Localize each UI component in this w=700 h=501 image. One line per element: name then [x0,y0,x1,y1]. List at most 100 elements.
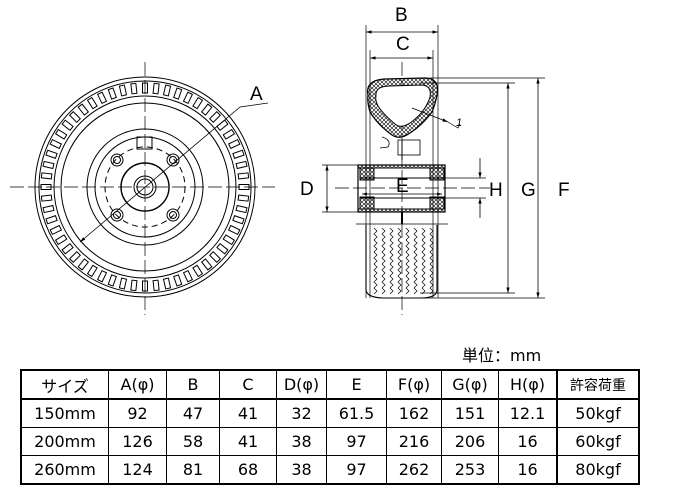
dimension-a-line [79,106,241,243]
tread-block [107,87,117,100]
cell: 41 [219,398,277,428]
cell: 151 [441,398,499,428]
header-f: F(φ) [386,369,442,400]
cell: 126 [108,427,167,456]
dimension-label-f: F [558,180,570,201]
tread-block [40,194,53,202]
bolts [110,153,180,222]
dimension-label-b: B [395,5,408,26]
header-g: G(φ) [441,369,499,400]
unit-note: 単位：mm [462,346,542,365]
side-view [322,25,545,315]
tread-block [45,149,58,159]
tread-block [192,264,204,278]
tread-block [77,103,90,116]
cell: 41 [219,427,277,456]
cell: 61.5 [326,398,387,428]
tread-block [152,279,160,292]
dimension-label-a: A [250,84,263,105]
cell: 124 [108,455,167,485]
cell: 12.1 [498,398,558,428]
tread-block [237,194,250,202]
tread-block [54,128,68,140]
cell: 16 [498,455,558,485]
wheel-technical-drawing: A [10,5,570,315]
tread-block [54,234,68,246]
tread-zigzag [413,227,418,295]
cell: 262 [386,455,442,485]
cell: 216 [386,427,442,456]
cell: 81 [166,455,220,485]
dimension-label-g: G [521,180,536,201]
tread-zigzag [373,227,378,295]
tread-block [61,119,74,132]
tread-zigzag [429,227,434,295]
spec-table: サイズ A(φ) B C D(φ) E F(φ) G(φ) H(φ) 許容荷重 … [20,369,640,485]
tread-block [238,184,250,190]
tread-block [96,269,108,283]
tread-block [49,224,63,236]
tread-block [216,242,229,255]
cell: 92 [108,398,167,428]
tread-block [142,280,148,292]
tread-block [222,128,236,140]
tread-block [42,204,55,214]
cell: 97 [326,427,387,456]
cell: 150mm [20,398,109,428]
tread-block [208,110,222,124]
cell: 97 [326,455,387,485]
table-row: 260mm 124 81 68 38 97 262 253 16 80kgf [20,455,640,485]
tread-block [235,204,248,214]
tread-block [42,160,55,170]
tread-block [86,264,98,278]
tread-zigzag [421,227,426,295]
header-d: D(φ) [276,369,327,400]
header-load: 許容荷重 [556,369,640,400]
tread-block [237,172,250,180]
cell: 260mm [20,455,109,485]
tread-block [118,84,128,97]
tread-block [118,277,128,290]
tread-block [173,274,183,287]
cell: 68 [219,455,277,485]
tread-block [130,279,138,292]
tread-block [173,87,183,100]
cell: 50kgf [556,398,640,428]
tread-block [227,138,241,150]
tread-block [142,82,148,94]
tread-block [232,215,245,225]
cell: 60kgf [556,427,640,456]
cell: 38 [276,455,327,485]
header-a: A(φ) [108,369,167,400]
tread-block [200,258,213,271]
cell: 80kgf [556,455,640,485]
tread-block [77,258,90,271]
header-b: B [166,369,220,400]
tread-block [208,250,222,264]
header-size: サイズ [20,369,109,400]
tread-block [49,138,63,150]
cell: 162 [386,398,442,428]
tire-tread-pattern [373,227,434,295]
tread-block [232,149,245,159]
header-c: C [219,369,277,400]
tread-block [68,110,82,124]
tread-block [86,96,98,110]
tread-block [107,274,117,287]
dimension-label-d: D [300,179,314,200]
tread-zigzag [397,227,402,295]
tread-block [182,269,194,283]
tread-blocks [40,82,250,292]
table-header-row: サイズ A(φ) B C D(φ) E F(φ) G(φ) H(φ) 許容荷重 [20,369,640,400]
front-view [10,62,275,315]
cell: 16 [498,427,558,456]
dimension-label-e: E [396,176,409,197]
tread-block [192,96,204,110]
tread-block [96,91,108,105]
header-e: E [326,369,387,400]
callout-label-1: 1 [456,117,462,129]
header-h: H(φ) [498,369,558,400]
tread-block [152,82,160,95]
table-row: 200mm 126 58 41 38 97 216 206 16 60kgf [20,427,640,456]
cell: 253 [441,455,499,485]
